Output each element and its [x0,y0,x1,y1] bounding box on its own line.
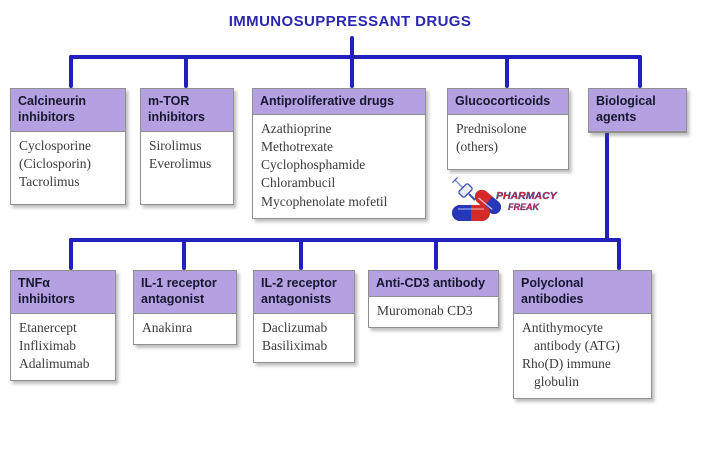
drug-item: Mycophenolate mofetil [261,193,388,209]
connector-line [184,55,188,88]
drug-item: Muromonab CD3 [377,303,473,319]
group-box-calcineurin-inhibitors: Calcineurin inhibitors Cyclosporine (Cic… [10,88,126,205]
drug-item: Etanercept [19,319,77,335]
group-box-anti-cd3-antibody: Anti-CD3 antibody Muromonab CD3 [368,270,499,329]
syringe-icon [452,177,476,201]
group-box-polyclonal-antibodies: Polyclonal antibodies Antithymocyte anti… [513,270,652,399]
group-body: Anakinra [134,314,236,344]
drug-item: Adalimumab [19,355,90,371]
group-body: Muromonab CD3 [369,297,498,327]
drug-item: Prednisolone (others) [456,121,527,155]
drug-item: Cyclosporine (Ciclosporin) [19,137,91,171]
drug-item: Anakinra [142,319,193,335]
drug-item: Cyclophosphamide [261,157,366,173]
connector-line [617,238,621,270]
drug-item: Antithymocyte antibody (ATG) [522,319,620,353]
group-header: Anti-CD3 antibody [369,271,498,298]
group-body: Etanercept Infliximab Adalimumab [11,314,115,380]
pharmacy-freak-logo: PHARMACY FREAK [452,177,558,221]
connector-line [182,238,186,270]
connector-line [505,55,509,88]
drug-item: Azathioprine [261,121,332,137]
logo-text-line2: FREAK [508,202,540,212]
group-header: Antiproliferative drugs [253,89,425,116]
group-header: IL-2 receptor antagonists [254,271,354,314]
group-header: Polyclonal antibodies [514,271,651,314]
group-header: TNFα inhibitors [11,271,115,314]
group-box-il1-receptor-antagonist: IL-1 receptor antagonist Anakinra [133,270,237,345]
connector-line [69,238,73,270]
drug-item: Rho(D) immune globulin [522,355,611,389]
diagram-title: IMMUNOSUPPRESSANT DRUGS [228,13,472,30]
drug-item: Chlorambucil [261,175,336,191]
group-box-il2-receptor-antagonists: IL-2 receptor antagonists Daclizumab Bas… [253,270,355,363]
group-body: Azathioprine Methotrexate Cyclophosphami… [253,115,425,217]
group-header: IL-1 receptor antagonist [134,271,236,314]
group-box-biological-agents: Biological agents [588,88,687,133]
connector-line [350,36,354,59]
group-body: Daclizumab Basiliximab [254,314,354,362]
drug-item: Sirolimus [149,137,202,153]
group-box-tnf-alpha-inhibitors: TNFα inhibitors Etanercept Infliximab Ad… [10,270,116,381]
drug-item: Methotrexate [261,139,333,155]
drug-item: Basiliximab [262,337,328,353]
connector-line [299,238,303,270]
drug-item: Tacrolimus [19,173,80,189]
group-header: Calcineurin inhibitors [11,89,125,132]
connector-line [69,238,621,242]
group-body: Antithymocyte antibody (ATG) Rho(D) immu… [514,314,651,398]
connector-line [434,238,438,270]
connector-line [605,126,609,242]
capsule-icon [474,189,502,215]
connector-line [350,55,354,88]
group-header: Biological agents [589,89,686,132]
capsule-icon [452,205,490,221]
connector-line [69,55,73,88]
drug-item: Infliximab [19,337,76,353]
drug-item: Daclizumab [262,319,328,335]
connector-line [69,55,642,59]
group-body: Prednisolone (others) [448,115,568,169]
group-box-glucocorticoids: Glucocorticoids Prednisolone (others) [447,88,569,171]
connector-line [638,55,642,88]
group-header: Glucocorticoids [448,89,568,116]
group-header: m-TOR inhibitors [141,89,233,132]
group-body: Cyclosporine (Ciclosporin) Tacrolimus [11,132,125,204]
group-box-antiproliferative-drugs: Antiproliferative drugs Azathioprine Met… [252,88,426,219]
logo-text-line1: PHARMACY [496,190,558,202]
group-box-mtor-inhibitors: m-TOR inhibitors Sirolimus Everolimus [140,88,234,205]
group-body: Sirolimus Everolimus [141,132,233,204]
drug-item: Everolimus [149,155,212,171]
